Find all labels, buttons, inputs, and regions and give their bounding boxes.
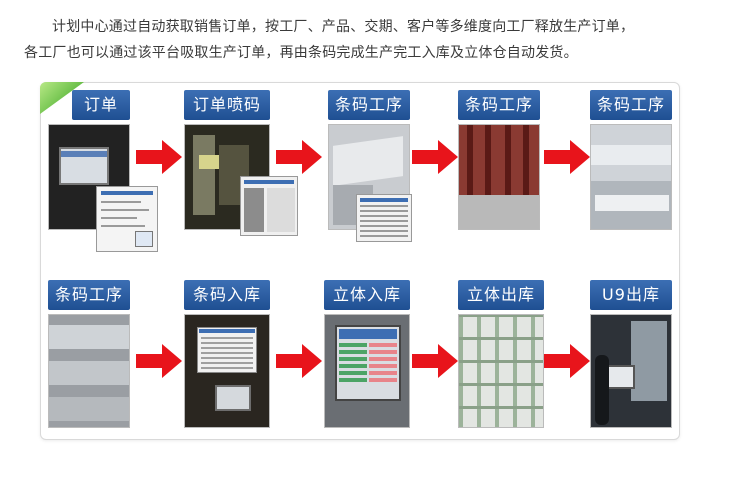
step-5: 条码工序 [590, 90, 672, 232]
step-4: 条码工序 [458, 90, 540, 232]
order-form-inset [96, 186, 158, 252]
arrow-right-icon [136, 140, 182, 174]
step-9: 立体出库 [458, 280, 544, 430]
arrow-right-icon [544, 140, 590, 174]
step-2: 订单喷码 [184, 90, 270, 232]
arrow-right-icon [276, 344, 322, 378]
step-label: 条码工序 [590, 90, 672, 120]
intro-line-2: 各工厂也可以通过该平台吸取生产订单，再由条码完成生产完工入库及立体仓自动发货。 [24, 45, 578, 61]
step-label: 条码入库 [184, 280, 270, 310]
step-photo-automated-warehouse-out [458, 314, 544, 428]
step-photo-u9-shipping [590, 314, 672, 428]
barcode-list-inset [356, 194, 412, 242]
step-photo-barcode-process [48, 314, 130, 428]
step-photo-barcode-process [590, 124, 672, 230]
intro-line-1: 计划中心通过自动获取销售订单，按工厂、产品、交期、客户等多维度向工厂释放生产订单… [52, 19, 635, 35]
arrow-right-icon [412, 140, 458, 174]
step-photo-automated-warehouse-in [324, 314, 410, 428]
step-label: 立体出库 [458, 280, 544, 310]
arrow-right-icon [544, 344, 590, 378]
arrow-right-icon [412, 344, 458, 378]
step-label: 条码工序 [328, 90, 410, 120]
step-label: 订单喷码 [184, 90, 270, 120]
step-photo-barcode-warehousing [184, 314, 270, 428]
step-label: 订单 [72, 90, 130, 120]
step-6: 条码工序 [48, 280, 130, 430]
step-10: U9出库 [590, 280, 672, 430]
step-7: 条码入库 [184, 280, 270, 430]
step-photo-barcode-process [458, 124, 540, 230]
step-label: 条码工序 [48, 280, 130, 310]
step-label: U9出库 [590, 280, 672, 310]
step-label: 立体入库 [324, 280, 410, 310]
step-label: 条码工序 [458, 90, 540, 120]
coding-screen-inset [240, 176, 298, 236]
step-8: 立体入库 [324, 280, 410, 430]
intro-text: 计划中心通过自动获取销售订单，按工厂、产品、交期、客户等多维度向工厂释放生产订单… [24, 14, 714, 66]
arrow-right-icon [276, 140, 322, 174]
arrow-right-icon [136, 344, 182, 378]
